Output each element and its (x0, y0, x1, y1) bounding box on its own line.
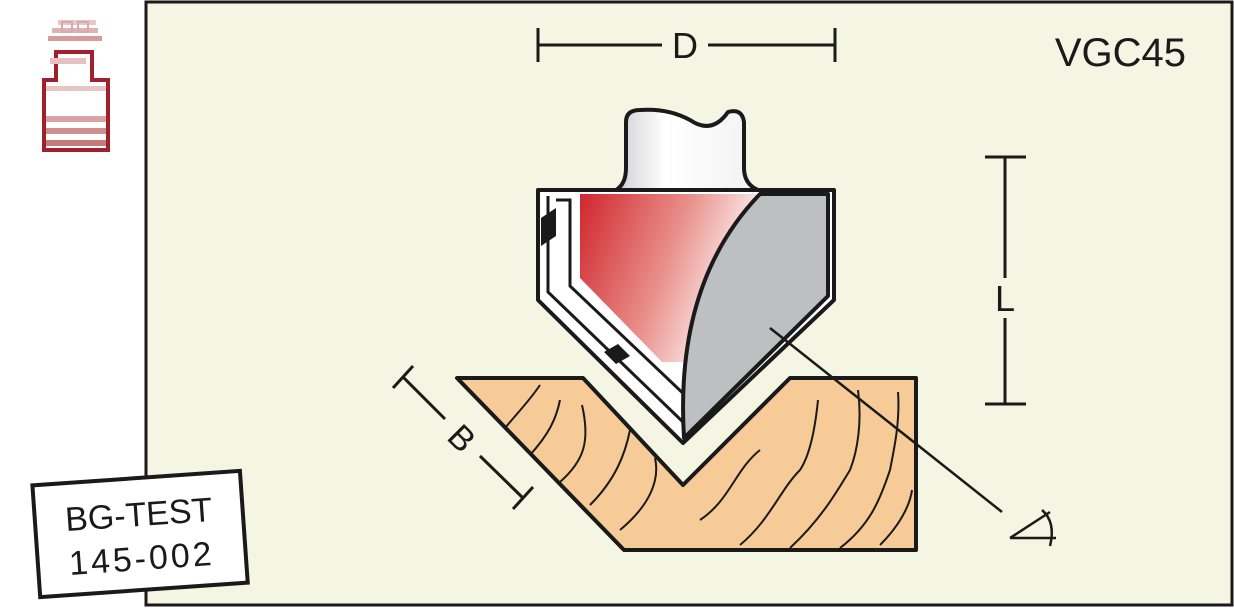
bit-shank (614, 107, 760, 192)
diameter-dimension: D (536, 25, 837, 66)
length-dimension: L (985, 155, 1026, 406)
router-bit (536, 107, 836, 445)
length-label: L (995, 278, 1015, 319)
angle-indicator (769, 327, 1056, 547)
label-tag: BG-TEST 145-002 (30, 468, 250, 600)
router-bit-shank-icon (42, 20, 110, 152)
bit-cutting-face (580, 194, 760, 362)
bit-carbide-face (681, 192, 830, 440)
model-label: VGC45 (1055, 31, 1186, 75)
diameter-label: D (672, 25, 698, 66)
wood-workpiece (455, 376, 918, 552)
